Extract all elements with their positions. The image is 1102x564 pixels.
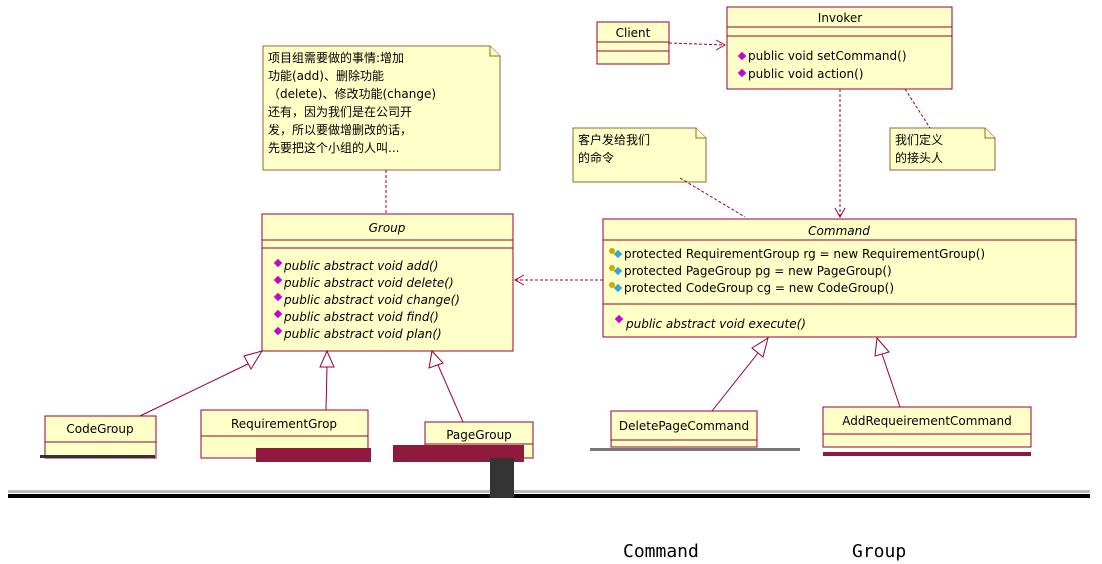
class-name: Invoker: [818, 11, 862, 25]
key-attribute-icon: [609, 282, 623, 293]
client-note-line: 客户发给我们: [578, 132, 650, 147]
operation-icon: [273, 275, 283, 285]
class-name: AddRequeirementCommand: [842, 414, 1011, 428]
operation: public abstract void plan(): [283, 327, 442, 341]
operation: public abstract void change(): [283, 293, 460, 307]
key-attribute-icon: [609, 265, 623, 276]
class-name: Client: [616, 26, 651, 40]
requirementgroup-generalization: [319, 349, 335, 411]
pagegroup-generalization: [428, 349, 464, 423]
caption-group: Group: [852, 541, 906, 562]
artifact-band: [8, 445, 1090, 498]
group-note-line: 发，所以要做增删改的话，: [268, 122, 412, 137]
class-codegroup[interactable]: CodeGroup: [44, 415, 157, 459]
class-name: CodeGroup: [66, 422, 133, 436]
class-command[interactable]: Command protected RequirementGroup rg = …: [602, 218, 1077, 338]
class-client[interactable]: Client: [596, 21, 670, 65]
group-note-line: 还有，因为我们是在公司开: [268, 104, 412, 119]
group-note-line: 先要把这个小组的人叫...: [268, 140, 399, 155]
group-note: 项目组需要做的事情:增加 功能(add)、删除功能 （delete)、修改功能(…: [262, 45, 501, 171]
command-group-dependency: [513, 274, 603, 286]
invoker-note-line: 的接头人: [895, 150, 943, 165]
invoker-note: 我们定义 的接头人: [889, 127, 996, 171]
group-note-line: 项目组需要做的事情:增加: [268, 50, 404, 65]
attribute: protected CodeGroup cg = new CodeGroup(): [624, 281, 894, 295]
class-deletepagecommand[interactable]: DeletePageCommand: [610, 410, 758, 448]
operation: public abstract void delete(): [283, 276, 454, 290]
caption-command: Command: [623, 541, 699, 562]
operation-icon: [614, 314, 624, 324]
invoker-note-line: 我们定义: [895, 132, 943, 147]
operation-icon: [273, 292, 283, 302]
client-invoker-dependency: [668, 39, 727, 51]
class-name: DeletePageCommand: [619, 419, 749, 433]
operation: public void setCommand(): [748, 49, 907, 63]
operation: public abstract void add(): [283, 259, 438, 273]
attribute: protected PageGroup pg = new PageGroup(): [624, 264, 892, 278]
class-invoker[interactable]: Invoker public void setCommand() public …: [726, 6, 953, 90]
operation: public void action(): [748, 67, 863, 81]
group-note-line: （delete)、修改功能(change): [268, 86, 436, 101]
operation: public abstract void execute(): [625, 317, 806, 331]
class-name: RequirementGrop: [231, 417, 337, 431]
attribute: protected RequirementGroup rg = new Requ…: [624, 247, 985, 261]
addrequirementcommand-generalization: [874, 336, 901, 408]
class-name: Group: [369, 221, 406, 235]
client-note: 客户发给我们 的命令: [572, 127, 707, 183]
invoker-command-dependency: [834, 89, 846, 219]
group-note-line: 功能(add)、删除功能: [268, 68, 384, 83]
operation: public abstract void find(): [283, 310, 439, 324]
deletepagecommand-generalization: [711, 336, 769, 412]
operation-icon: [273, 309, 283, 319]
codegroup-generalization: [139, 350, 264, 417]
class-name: PageGroup: [446, 428, 512, 442]
operation-icon: [273, 326, 283, 336]
operation-icon: [273, 258, 283, 268]
invoker-note-anchor: [904, 88, 931, 129]
class-addrequirementcommand[interactable]: AddRequeirementCommand: [822, 406, 1032, 448]
client-note-line: 的命令: [578, 150, 614, 165]
client-note-anchor: [679, 177, 746, 218]
class-name: Command: [808, 224, 870, 238]
class-group[interactable]: Group public abstract void add() public …: [261, 213, 514, 352]
